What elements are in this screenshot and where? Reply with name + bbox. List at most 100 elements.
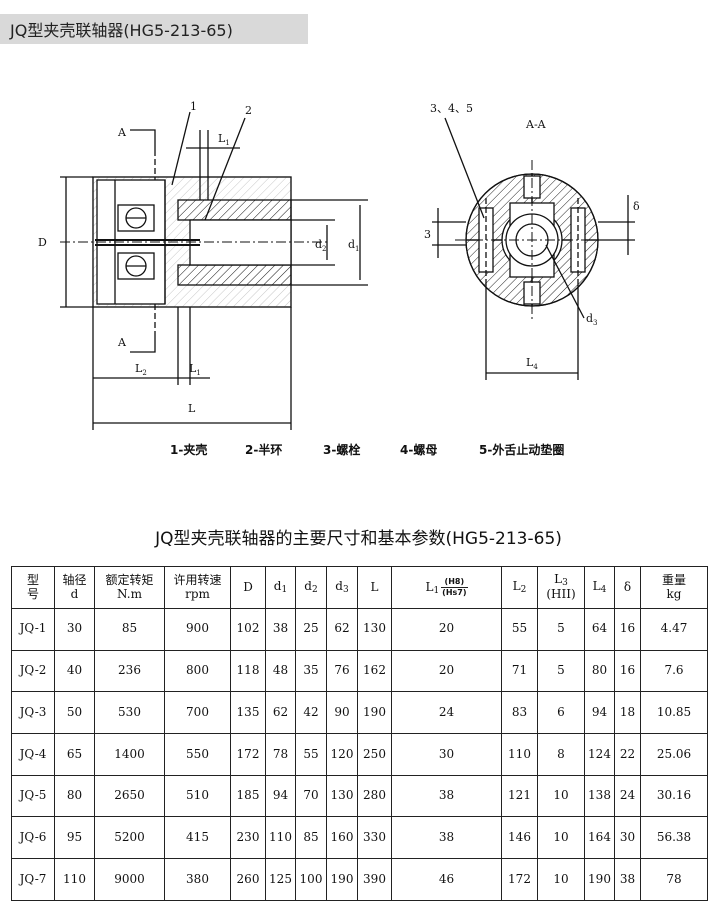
end-section-view: [432, 117, 635, 380]
table-cell: 800: [164, 649, 231, 693]
side-view-labels: A A 1 2 L1 D d2 d1 L2 L1 L: [38, 100, 360, 415]
header-L3: L3(HII): [537, 566, 585, 609]
table-cell: 7.6: [640, 649, 708, 693]
table-cell: 10: [537, 858, 585, 901]
dim-label-3: 3: [424, 228, 431, 241]
table-cell: 135: [230, 691, 266, 735]
table-cell: 38: [614, 858, 641, 901]
table-cell: 62: [326, 608, 358, 651]
table-cell: 30: [614, 816, 641, 860]
table-cell: JQ-7: [11, 858, 55, 901]
table-cell: 110: [501, 733, 538, 776]
table-cell: 40: [54, 649, 95, 693]
table-cell: 38: [391, 816, 502, 860]
table-title: JQ型夹壳联轴器的主要尺寸和基本参数(HG5-213-65): [155, 529, 562, 549]
table-cell: 78: [265, 733, 296, 776]
table-cell: 230: [230, 816, 266, 860]
table-cell: JQ-2: [11, 649, 55, 693]
section-title: A-A: [525, 118, 547, 131]
section-mark-top: A: [117, 126, 127, 139]
table-cell: 100: [295, 858, 327, 901]
table-cell: 121: [501, 774, 538, 818]
table-cell: 65: [54, 733, 95, 776]
header-L1: L1(H8)(Hs7): [391, 566, 502, 609]
table-cell: 70: [295, 774, 327, 818]
dim-label-L1-bottom: L1: [189, 362, 201, 377]
table-cell: 16: [614, 608, 641, 651]
table-cell: 94: [584, 691, 615, 735]
table-cell: 510: [164, 774, 231, 818]
table-cell: 71: [501, 649, 538, 693]
table-cell: 95: [54, 816, 95, 860]
table-cell: 78: [640, 858, 708, 901]
table-cell: 415: [164, 816, 231, 860]
table-cell: 83: [501, 691, 538, 735]
header-d2: d2: [295, 566, 327, 609]
table-cell: 110: [54, 858, 95, 901]
end-view-labels: A-A 3、4、5 3 δ d3 L4: [424, 102, 640, 371]
table-cell: 160: [326, 816, 358, 860]
table-cell: 172: [230, 733, 266, 776]
table-cell: 700: [164, 691, 231, 735]
table-cell: 20: [391, 649, 502, 693]
table-cell: 130: [357, 608, 392, 651]
table-cell: 80: [584, 649, 615, 693]
header-L2: L2: [501, 566, 538, 609]
table-cell: 120: [326, 733, 358, 776]
header-D: D: [230, 566, 266, 609]
table-cell: 172: [501, 858, 538, 901]
table-cell: 185: [230, 774, 266, 818]
table-cell: 118: [230, 649, 266, 693]
table-cell: 330: [357, 816, 392, 860]
table-cell: 162: [357, 649, 392, 693]
table-cell: 42: [295, 691, 327, 735]
table-cell: 22: [614, 733, 641, 776]
dim-label-D: D: [38, 236, 47, 249]
table-cell: 280: [357, 774, 392, 818]
table-cell: 46: [391, 858, 502, 901]
table-cell: 16: [614, 649, 641, 693]
table-cell: 5: [537, 649, 585, 693]
dim-label-L1-top: L1: [218, 132, 230, 147]
dim-label-delta: δ: [633, 200, 640, 213]
table-cell: 30.16: [640, 774, 708, 818]
table-cell: 50: [54, 691, 95, 735]
table-cell: 30: [54, 608, 95, 651]
table-cell: 18: [614, 691, 641, 735]
dim-label-L2: L2: [135, 362, 147, 377]
table-cell: 90: [326, 691, 358, 735]
table-cell: 55: [501, 608, 538, 651]
table-cell: 138: [584, 774, 615, 818]
table-cell: 380: [164, 858, 231, 901]
coupling-drawing: A A 1 2 L1 D d2 d1 L2 L1 L: [0, 90, 717, 470]
table-cell: 110: [265, 816, 296, 860]
table-cell: 5200: [94, 816, 165, 860]
dim-label-L4: L4: [526, 356, 538, 371]
table-cell: 76: [326, 649, 358, 693]
dim-label-d3: d3: [586, 312, 598, 327]
table-cell: 24: [391, 691, 502, 735]
table-cell: 85: [295, 816, 327, 860]
table-cell: 250: [357, 733, 392, 776]
table-cell: 56.38: [640, 816, 708, 860]
table-cell: JQ-4: [11, 733, 55, 776]
table-cell: 900: [164, 608, 231, 651]
page-title-text: JQ型夹壳联轴器(HG5-213-65): [10, 21, 233, 40]
table-cell: JQ-6: [11, 816, 55, 860]
table-cell: 35: [295, 649, 327, 693]
table-cell: 4.47: [640, 608, 708, 651]
table-cell: 8: [537, 733, 585, 776]
table-cell: 124: [584, 733, 615, 776]
header-d3: d3: [326, 566, 358, 609]
header-d1: d1: [265, 566, 296, 609]
table-cell: 2650: [94, 774, 165, 818]
